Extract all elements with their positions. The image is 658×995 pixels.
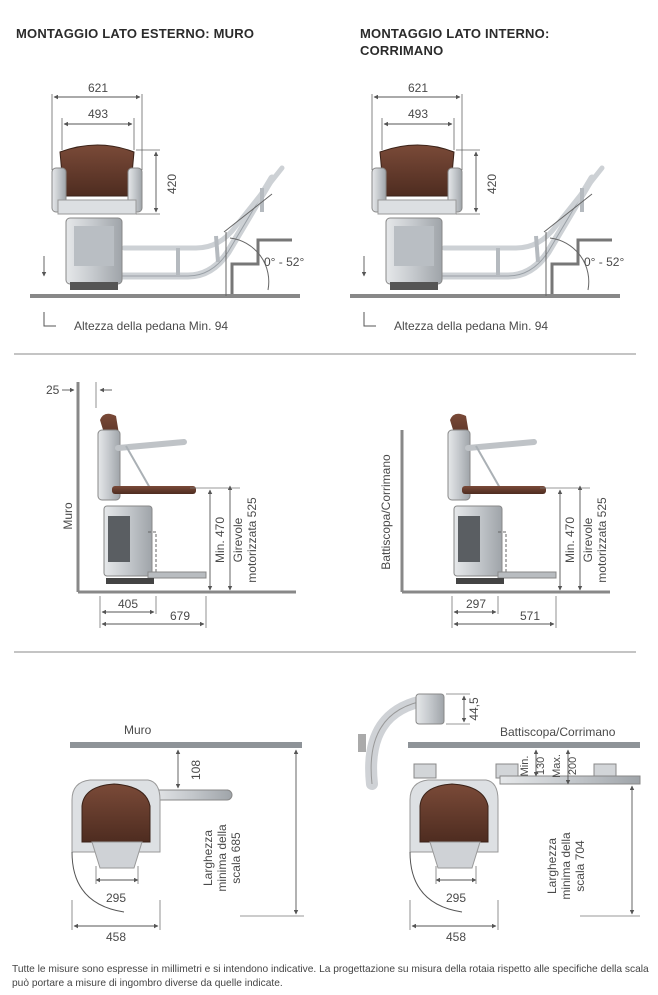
dim-min-470-wall: Min. 470: [213, 517, 227, 563]
dim-seat-height-420-right: 420: [485, 174, 499, 194]
side-view-handrail: Battiscopa/Corrimano Min. 470 Girevole m…: [379, 413, 610, 628]
angle-label-right: 0° - 52°: [584, 255, 624, 269]
dim-depth-297: 297: [466, 597, 486, 611]
wall-offset-25: 25: [46, 383, 60, 397]
dim-rail-offset-108: 108: [189, 760, 203, 780]
dim-top-offset-44-5: 44,5: [467, 697, 481, 721]
dim-width-493-left: 493: [88, 107, 108, 121]
dim-depth-571: 571: [520, 609, 540, 623]
dim-width-621-left: 621: [88, 81, 108, 95]
dim-max-200: 200: [567, 757, 579, 775]
front-view-external: 621 493 420 0° - 52° Altezza della pedan…: [30, 81, 304, 333]
dim-depth-679: 679: [170, 609, 190, 623]
dim-total-width-458-left: 458: [106, 930, 126, 944]
wall-label-handrail-plan: Battiscopa/Corrimano: [500, 725, 616, 739]
wall-label-handrail-side: Battiscopa/Corrimano: [379, 454, 393, 570]
label-min-plan: Min.: [519, 756, 531, 777]
platform-height-note-right: Altezza della pedana Min. 94: [394, 319, 548, 333]
label-max-plan: Max.: [551, 754, 563, 778]
dim-total-width-458-right: 458: [446, 930, 466, 944]
swivel-label-line2-handrail: motorizzata 525: [595, 497, 609, 583]
dim-seat-width-295-left: 295: [106, 891, 126, 905]
plan-view-handrail: 44,5 Battiscopa/Corrimano Min. 130 Max. …: [358, 693, 641, 944]
dim-width-621-right: 621: [408, 81, 428, 95]
stair-width-line1-left: Larghezza: [201, 830, 215, 886]
stair-width-line3-left: scala 685: [229, 832, 243, 884]
plan-view-wall: Muro 108 295 458 Larghezza minima della …: [70, 723, 304, 944]
title-external-mounting: MONTAGGIO LATO ESTERNO: MURO: [16, 26, 255, 41]
stair-width-line2-left: minima della: [215, 824, 229, 892]
dim-depth-405: 405: [118, 597, 138, 611]
dim-seat-width-295-right: 295: [446, 891, 466, 905]
dim-width-493-right: 493: [408, 107, 428, 121]
dim-seat-height-420-left: 420: [165, 174, 179, 194]
stair-width-line1-right: Larghezza: [545, 838, 559, 894]
swivel-label-line1-handrail: Girevole: [581, 517, 595, 562]
platform-height-note-left: Altezza della pedana Min. 94: [74, 319, 228, 333]
wall-label-muro-plan: Muro: [124, 723, 152, 737]
footer-note: Tutte le misure sono espresse in millime…: [12, 964, 649, 989]
stair-width-line2-right: minima della: [559, 832, 573, 900]
side-view-wall: 25 Muro Min. 470 Girevole motorizzat: [46, 382, 296, 628]
title-internal-mounting-line2: CORRIMANO: [360, 43, 444, 58]
angle-label-left: 0° - 52°: [264, 255, 304, 269]
wall-label-muro-side: Muro: [61, 502, 75, 530]
swivel-label-line1-wall: Girevole: [231, 517, 245, 562]
swivel-label-line2-wall: motorizzata 525: [245, 497, 259, 583]
dim-min-130: 130: [535, 757, 547, 775]
stair-width-line3-right: scala 704: [573, 840, 587, 892]
title-internal-mounting-line1: MONTAGGIO LATO INTERNO:: [360, 26, 550, 41]
front-view-internal: 621 493 420 0° - 52° Altezza della pedan…: [350, 81, 624, 333]
dim-min-470-handrail: Min. 470: [563, 517, 577, 563]
